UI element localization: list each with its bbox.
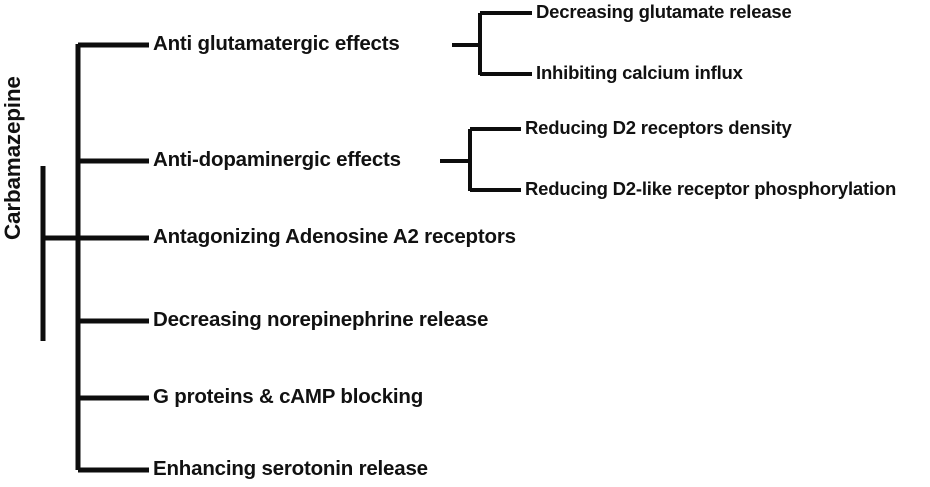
root-label-carbamazepine: Carbamazepine — [0, 76, 25, 240]
subbranch-label-decreasing-glutamate-release: Decreasing glutamate release — [536, 1, 792, 22]
branch-label-decreasing-norepinephrine: Decreasing norepinephrine release — [153, 308, 489, 331]
subbranch-label-inhibiting-calcium-influx: Inhibiting calcium influx — [536, 62, 743, 83]
subbranch-label-reducing-d2-receptors-density: Reducing D2 receptors density — [525, 117, 792, 138]
branch-label-antagonizing-adenosine: Antagonizing Adenosine A2 receptors — [153, 225, 516, 248]
branch-label-anti-glutamatergic: Anti glutamatergic effects — [153, 32, 400, 55]
branch-label-enhancing-serotonin: Enhancing serotonin release — [153, 457, 428, 480]
branch-label-anti-dopaminergic: Anti-dopaminergic effects — [153, 148, 401, 171]
subbranch-label-reducing-d2-like-phosphorylation: Reducing D2-like receptor phosphorylatio… — [525, 178, 897, 199]
branch-label-g-proteins-camp: G proteins & cAMP blocking — [153, 385, 424, 408]
